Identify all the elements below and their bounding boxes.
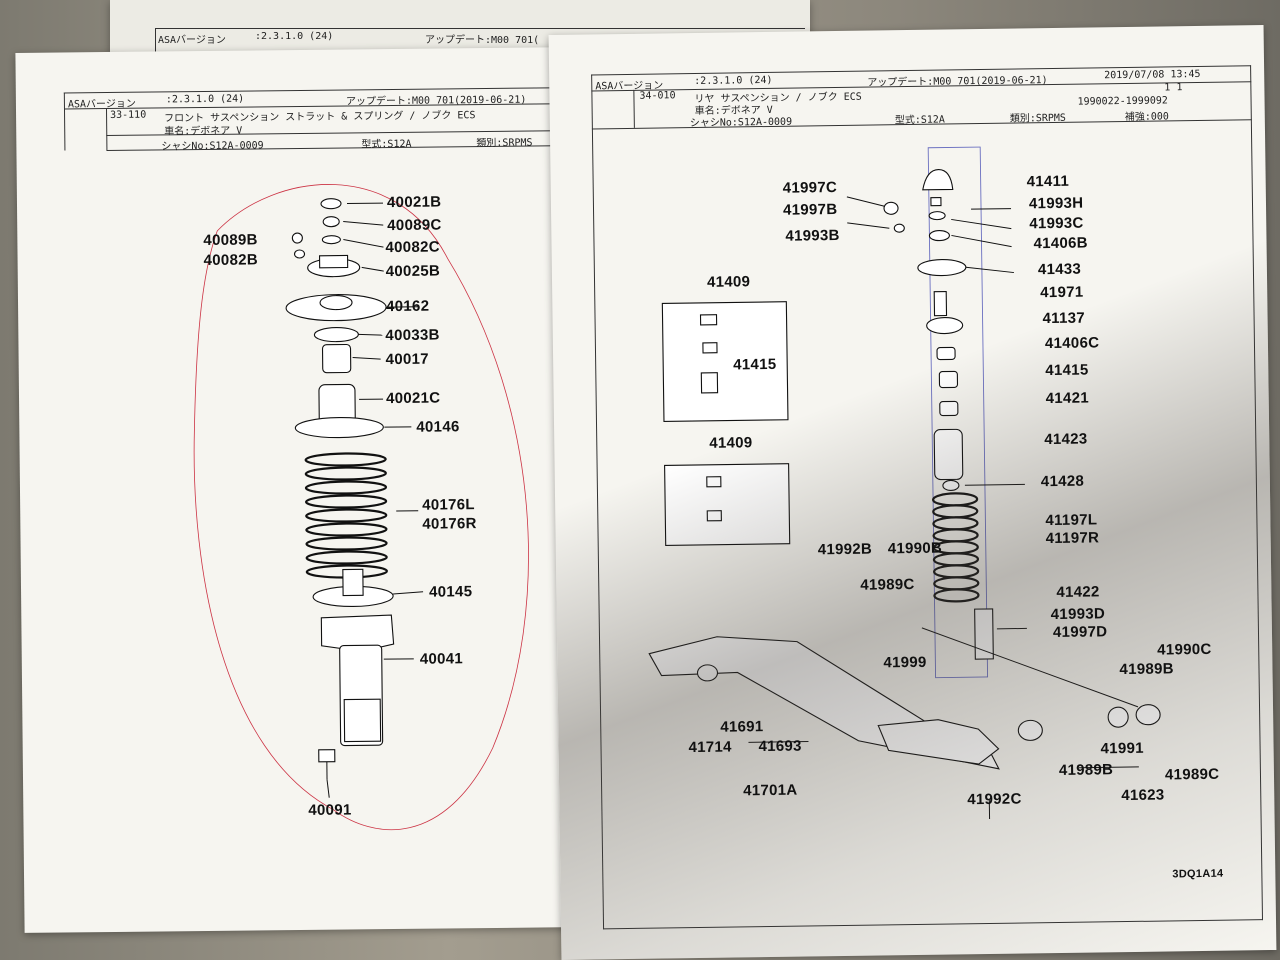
part-41415-box: 41415 [733,355,777,374]
spring-coil [305,522,388,537]
front-strut-diagram [193,184,529,831]
part-41422: 41422 [1056,583,1100,601]
part-40021C: 40021C [385,389,441,408]
part-40089C: 40089C [387,216,442,235]
front-suspension-sheet: ASAバージョン :2.3.1.0 (24) アップデート:M00 701(20… [15,47,585,933]
part-40082B: 40082B [203,251,259,269]
figure-code: 3DQ1A14 [1172,867,1224,881]
spring-coil [305,508,388,523]
part-41997C: 41997C [782,179,838,197]
spring-coil [932,516,979,531]
part-41989B-b: 41989B [1058,761,1114,779]
part-40021B: 40021B [386,193,442,212]
part-41691: 41691 [720,718,764,736]
part-41993D: 41993D [1050,605,1106,624]
part-41990B: 41990B [887,539,943,558]
part-41197L: 41197L [1045,511,1098,530]
part-40176R: 40176R [422,515,477,533]
back-version-label: ASAバージョン [158,35,226,46]
part-41989C-a: 41989C [860,575,915,594]
spring-coil [304,466,387,481]
part-41423: 41423 [1044,430,1088,449]
part-40033B: 40033B [385,326,440,345]
spring-coil [932,504,979,519]
part-41989C-b: 41989C [1164,765,1220,784]
part-40145: 40145 [428,583,473,601]
part-41421: 41421 [1045,389,1090,408]
part-41992C: 41992C [967,790,1022,809]
part-41714: 41714 [688,738,732,757]
part-41999: 41999 [883,653,927,672]
spring-coil [933,564,980,579]
part-40146: 40146 [416,418,460,436]
part-41433: 41433 [1037,260,1082,279]
part-40162: 40162 [385,297,430,316]
part-41623: 41623 [1121,786,1165,805]
part-41701A: 41701A [743,781,798,800]
rear-suspension-sheet: ASAバージョン :2.3.1.0 (24) アップデート:M00 701(20… [548,25,1277,960]
spring-coil [304,452,387,467]
part-41693: 41693 [758,737,802,756]
part-41406B: 41406B [1033,234,1089,253]
spring-coil [305,550,388,565]
part-40017: 40017 [385,350,429,369]
rear-suspension-diagram [648,146,1161,819]
spring-coil [305,536,388,551]
part-41989B-a: 41989B [1119,660,1174,679]
part-41411: 41411 [1026,172,1070,191]
part-41197R: 41197R [1045,529,1100,548]
part-41137: 41137 [1042,309,1086,328]
back-update: アップデート:M00 701( [425,35,540,46]
part-40091: 40091 [308,801,352,819]
spring-coil [933,576,980,591]
part-41990C: 41990C [1157,640,1212,659]
part-41993H: 41993H [1028,194,1084,213]
part-41997B: 41997B [782,201,838,219]
back-version: :2.3.1.0 (24) [255,31,334,42]
part-40089B: 40089B [203,231,258,249]
part-40025B: 40025B [385,262,441,281]
part-40082C: 40082C [385,238,440,257]
part-41993C: 41993C [1029,214,1084,233]
part-41409-a: 41409 [706,273,751,291]
part-40176L: 40176L [422,496,475,514]
spring-coil [305,494,388,509]
part-41997D: 41997D [1052,623,1108,642]
part-40041: 40041 [419,650,464,668]
spring-coil [304,480,388,495]
part-41428: 41428 [1040,472,1085,491]
part-41971: 41971 [1040,283,1084,302]
part-41415: 41415 [1045,361,1089,380]
part-41992B: 41992B [817,540,873,559]
spring-coil [933,588,980,603]
part-41409-b: 41409 [709,434,753,452]
part-41993B: 41993B [785,226,840,245]
part-41406C: 41406C [1044,334,1100,353]
spring-coil [932,492,979,507]
part-41991: 41991 [1100,739,1144,758]
